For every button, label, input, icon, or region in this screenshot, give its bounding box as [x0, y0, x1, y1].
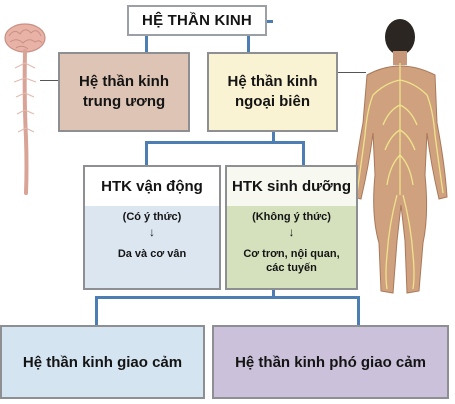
sympathetic-label: Hệ thần kinh giao cảm	[22, 353, 183, 371]
somatic-title: HTK vận động	[85, 167, 219, 206]
human-body-illustration	[352, 19, 448, 294]
nerve-network-icon	[356, 63, 444, 290]
pointer-line-right	[338, 72, 366, 73]
autonomic-effector: Cơ trơn, nội quan, các tuyến	[243, 248, 340, 274]
root-node-nervous-system: HỆ THẦN KINH	[127, 5, 267, 36]
central-nervous-system-node: Hệ thần kinh trung ương	[58, 52, 190, 132]
connector-to-somatic	[145, 141, 148, 165]
connector-branch-horizontal	[145, 141, 305, 144]
connector-to-autonomic	[302, 141, 305, 165]
somatic-nervous-system-node: HTK vận động (Có ý thức) ↓ Da và cơ vân	[83, 165, 221, 290]
brain-spinal-cord-illustration	[4, 23, 46, 195]
parasympathetic-label: Hệ thần kinh phó giao cảm	[235, 353, 426, 371]
connector-autonomic-down	[272, 290, 275, 298]
autonomic-nervous-system-node: HTK sinh dưỡng (Không ý thức) ↓ Cơ trơn,…	[225, 165, 358, 290]
connector-root-to-pns	[247, 36, 250, 52]
somatic-effector: Da và cơ vân	[117, 248, 187, 260]
central-label: Hệ thần kinh trung ương	[78, 73, 169, 110]
connector-bottom-horizontal	[95, 296, 360, 299]
autonomic-title: HTK sinh dưỡng	[227, 167, 356, 206]
brain-icon	[4, 23, 46, 53]
down-arrow-icon: ↓	[288, 225, 295, 239]
pointer-line-left	[40, 80, 58, 81]
connector-lines	[145, 36, 148, 52]
connector-to-sympathetic	[95, 296, 98, 325]
autonomic-note: (Không ý thức)	[252, 211, 331, 223]
connector-root-right-stub	[267, 20, 273, 23]
somatic-note: (Có ý thức)	[122, 211, 182, 223]
peripheral-nervous-system-node: Hệ thần kinh ngoại biên	[207, 52, 338, 132]
parasympathetic-nervous-system-node: Hệ thần kinh phó giao cảm	[212, 325, 449, 399]
connector-pns-down	[272, 132, 275, 143]
down-arrow-icon: ↓	[149, 225, 155, 239]
peripheral-label: Hệ thần kinh ngoại biên	[227, 73, 318, 110]
connector-to-parasympathetic	[357, 296, 360, 325]
root-label: HỆ THẦN KINH	[142, 12, 252, 29]
sympathetic-nervous-system-node: Hệ thần kinh giao cảm	[0, 325, 205, 399]
spinal-cord-icon	[13, 49, 37, 195]
